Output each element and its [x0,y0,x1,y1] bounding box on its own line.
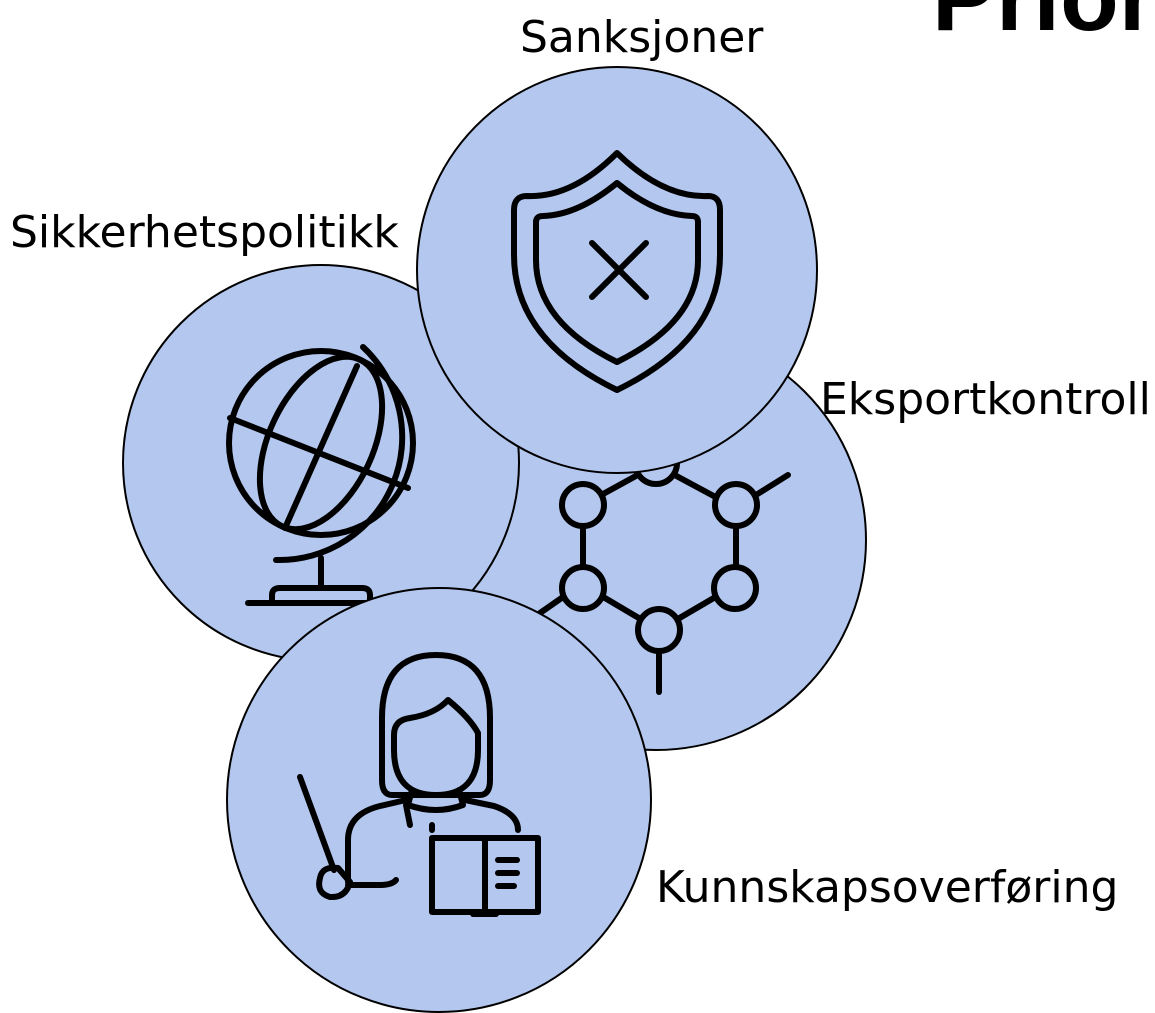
label-export-control: Eksportkontroll [820,374,1151,425]
topic-knowledge-transfer [226,587,652,1013]
label-security-policy: Sikkerhetspolitikk [10,207,399,258]
label-knowledge-transfer: Kunnskapsoverføring [656,862,1118,913]
globe-icon [226,344,416,606]
slide-heading-fragment: Prior [932,0,1155,51]
label-sanctions: Sanksjoner [520,12,764,63]
knowledge-transfer-circle [226,587,652,1013]
shield-x-icon [511,150,723,393]
teacher-icon [297,652,541,917]
